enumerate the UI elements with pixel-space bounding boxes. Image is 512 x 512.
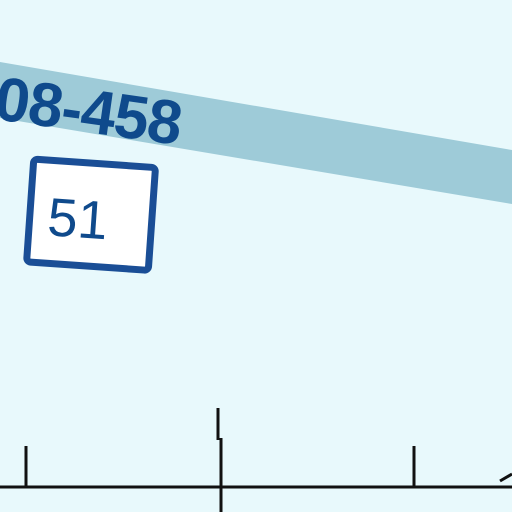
route-sign-frame: [23, 155, 159, 274]
scale-bar: [0, 408, 512, 512]
scale-tick: [499, 472, 512, 483]
road-label-group: 08-458: [0, 64, 186, 158]
route-sign-number: 51: [46, 187, 110, 251]
road-label: 08-458: [0, 64, 186, 158]
road-band: [0, 62, 512, 204]
route-sign[interactable]: 51: [23, 155, 159, 274]
